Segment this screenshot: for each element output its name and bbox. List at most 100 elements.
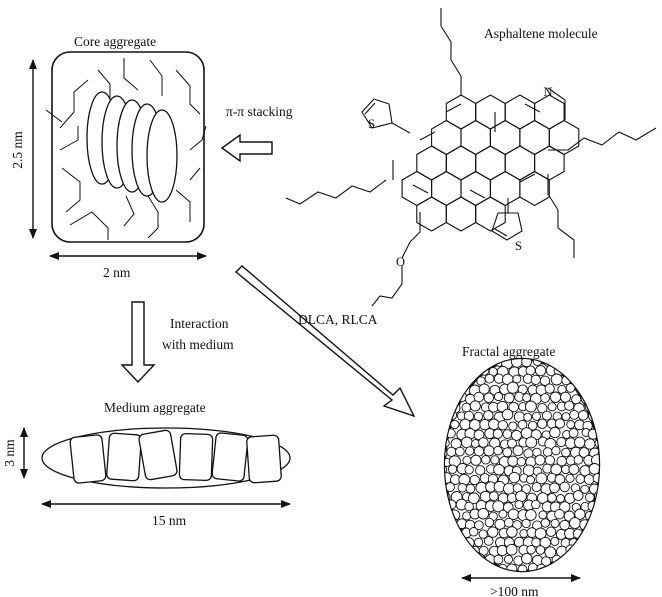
alkyl-chain — [175, 189, 191, 222]
fractal-particle — [587, 373, 599, 385]
fractal-particle — [598, 502, 599, 513]
dlca-rlca-arrow — [234, 265, 416, 418]
fractal-particle — [445, 546, 451, 558]
fractal-particle — [522, 393, 532, 403]
fractal-particle — [465, 446, 475, 456]
fractal-particle — [525, 436, 538, 449]
fractal-particle — [565, 473, 575, 483]
fractal-particle — [597, 374, 599, 385]
alkyl-chain — [123, 58, 139, 91]
aromatic-ring — [431, 170, 462, 207]
fractal-particle — [574, 366, 585, 378]
fractal-particle — [535, 545, 546, 555]
fractal-particle — [465, 553, 476, 565]
fractal-particle — [478, 437, 489, 448]
fractal-particle — [523, 412, 533, 422]
fractal-particle — [445, 401, 451, 412]
fractal-particle — [549, 426, 561, 439]
fractal-particle — [528, 420, 538, 431]
fractal-particle — [547, 492, 557, 503]
fractal-particle — [515, 490, 527, 503]
fractal-particle — [524, 400, 537, 413]
aromatic-ring — [504, 145, 536, 181]
fractal-particle — [492, 428, 503, 439]
fractal-particle — [565, 383, 576, 393]
alkyl-chain — [69, 211, 109, 240]
fractal-particle — [445, 563, 450, 571]
fractal-particle — [461, 402, 472, 413]
fractal-particle — [478, 529, 488, 539]
fractal-particle — [534, 527, 547, 540]
fractal-particle — [445, 359, 456, 368]
fractal-particle — [450, 544, 461, 555]
fractal-particle — [473, 537, 484, 548]
aromatic-ring — [416, 196, 447, 232]
atom-nitrogen: N — [543, 85, 552, 99]
alkyl-chain — [59, 79, 89, 129]
fractal-particle — [588, 359, 599, 368]
fractal-particle — [445, 508, 452, 519]
asphaltene-label: Asphaltene molecule — [484, 26, 598, 41]
fractal-particle — [445, 500, 446, 510]
fractal-particle — [594, 421, 599, 431]
fractal-particle — [569, 409, 580, 420]
fractal-particle — [445, 538, 448, 548]
fractal-particle — [537, 403, 548, 414]
fractal-particle — [447, 376, 457, 386]
fractal-particle — [585, 492, 595, 503]
fractal-particle — [531, 499, 541, 510]
medium-aggregate — [41, 427, 291, 489]
fractal-width-label: >100 nm — [490, 584, 539, 597]
fractal-particle — [481, 455, 491, 465]
fractal-particle — [554, 418, 566, 429]
fractal-particle — [478, 383, 490, 395]
fractal-particle — [473, 553, 486, 566]
fractal-aggregate-label: Fractal aggregate — [462, 344, 555, 359]
fractal-particle — [575, 383, 585, 393]
fractal-particle — [501, 408, 514, 421]
pi-pi-label: π-π stacking — [226, 104, 293, 119]
fractal-particle — [597, 483, 599, 493]
fractal-particle — [573, 436, 586, 449]
asphaltene-molecule — [285, 8, 657, 307]
aromatic-sheet — [146, 109, 178, 203]
fractal-particle — [526, 475, 535, 485]
fractal-particle — [534, 454, 546, 466]
fractal-particle — [568, 359, 579, 369]
fractal-particle — [525, 365, 536, 376]
fractal-particle — [598, 465, 599, 477]
fractal-particle — [575, 545, 585, 555]
fractal-particle — [544, 383, 555, 394]
medium-aggregate-label: Medium aggregate — [104, 400, 206, 415]
fractal-particle — [449, 384, 461, 396]
fractal-particle — [502, 429, 513, 439]
aromatic-ring — [519, 119, 550, 156]
fractal-particle — [493, 480, 506, 493]
fractal-particle — [594, 511, 599, 521]
fractal-particle — [549, 482, 560, 494]
fractal-particle — [447, 554, 457, 564]
fractal-particle — [575, 474, 586, 484]
fractal-particle — [569, 517, 581, 530]
fractal-particle — [556, 437, 567, 448]
fractal-particle — [445, 554, 448, 564]
fractal-particle — [469, 365, 481, 377]
fractal-particle — [483, 536, 494, 546]
fractal-particle — [483, 359, 494, 368]
fractal-particle — [445, 464, 448, 476]
atom-oxygen: O — [396, 255, 405, 269]
fractal-particle — [484, 373, 495, 384]
fractal-particle — [469, 564, 480, 571]
medium-height-label: 3 nm — [2, 439, 17, 467]
aromatic-ring — [475, 145, 506, 181]
fractal-particle — [475, 465, 486, 476]
core-aggregate-frame — [51, 51, 205, 243]
alkyl-chain — [97, 69, 111, 100]
aromatic-ring — [548, 119, 580, 156]
medium-block — [106, 432, 142, 482]
aromatic-ring — [460, 119, 491, 156]
fractal-particle — [521, 552, 533, 565]
fractal-particle — [595, 547, 599, 557]
fractal-particle — [514, 500, 524, 510]
